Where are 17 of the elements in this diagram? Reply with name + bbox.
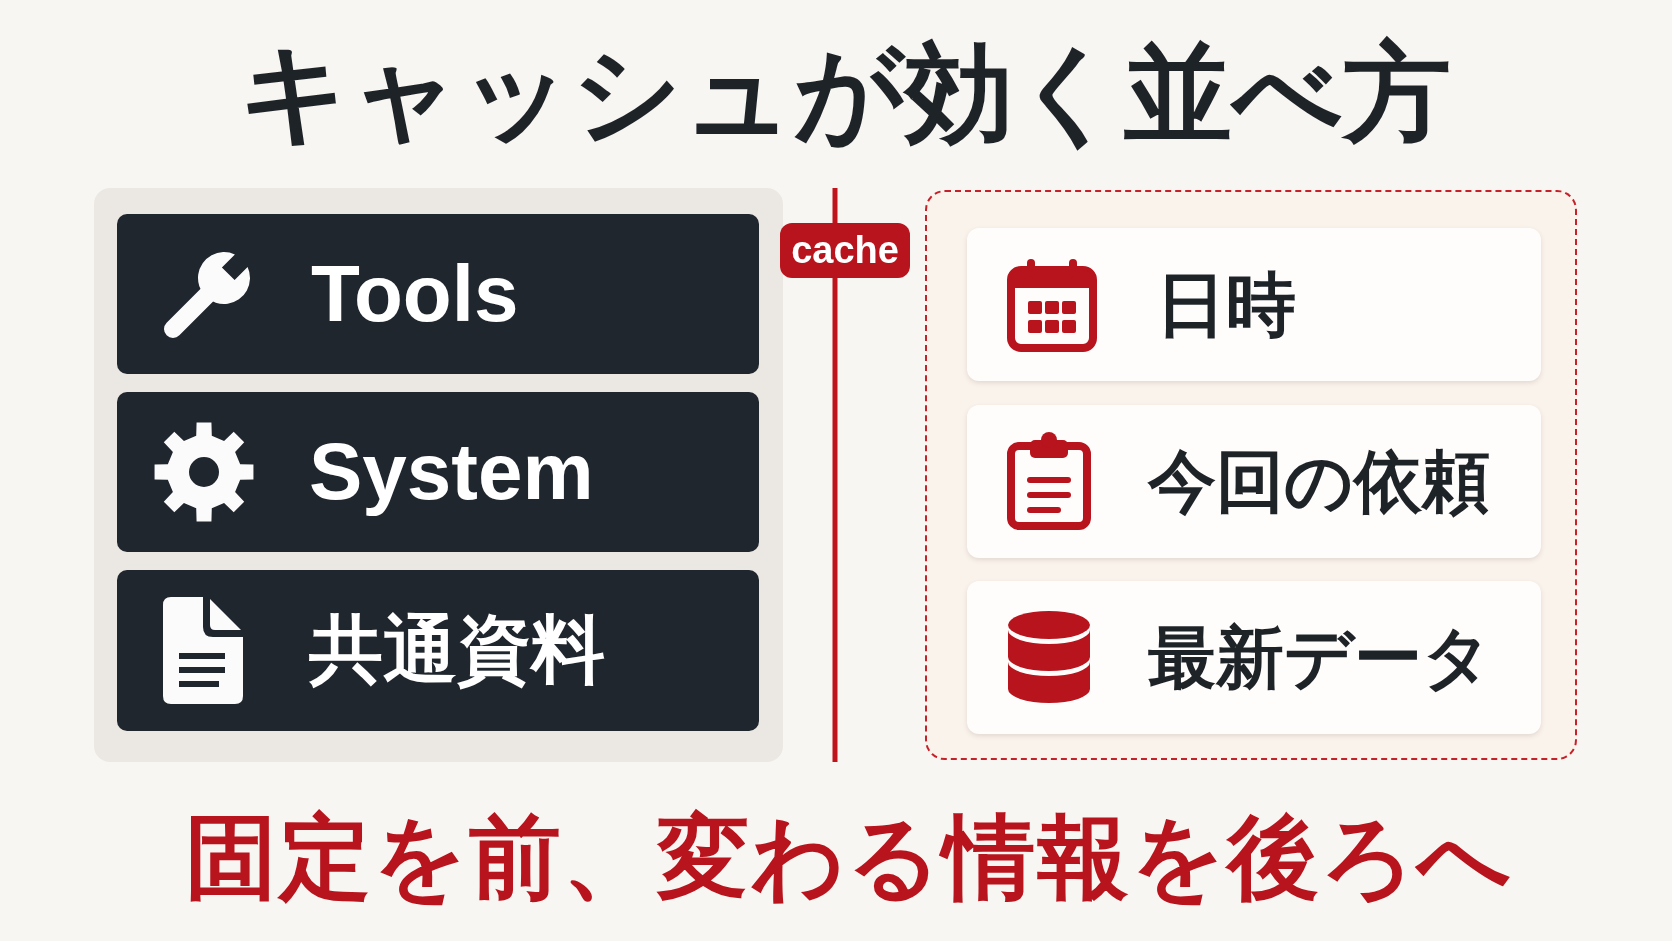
item-card: [967, 581, 1541, 734]
item-label: 共通資料: [309, 607, 605, 694]
dashed-panel: [925, 190, 1577, 760]
item-card: [117, 570, 759, 731]
item-label: 最新データ: [1148, 617, 1492, 697]
item-card: [117, 392, 759, 552]
item-label: Tools: [311, 248, 519, 340]
panel: [94, 188, 783, 762]
item-card: [967, 405, 1541, 558]
item-card: [967, 228, 1541, 381]
item-card: [117, 214, 759, 374]
item-label: 今回の依頼: [1148, 441, 1490, 521]
tag-badge: cache: [780, 223, 910, 278]
item-label: System: [309, 426, 594, 518]
title: キャッシュが効く並べ方: [239, 34, 1451, 153]
caption: 固定を前、変わる情報を後ろへ: [185, 807, 1513, 909]
item-label: 日時: [1156, 264, 1296, 346]
